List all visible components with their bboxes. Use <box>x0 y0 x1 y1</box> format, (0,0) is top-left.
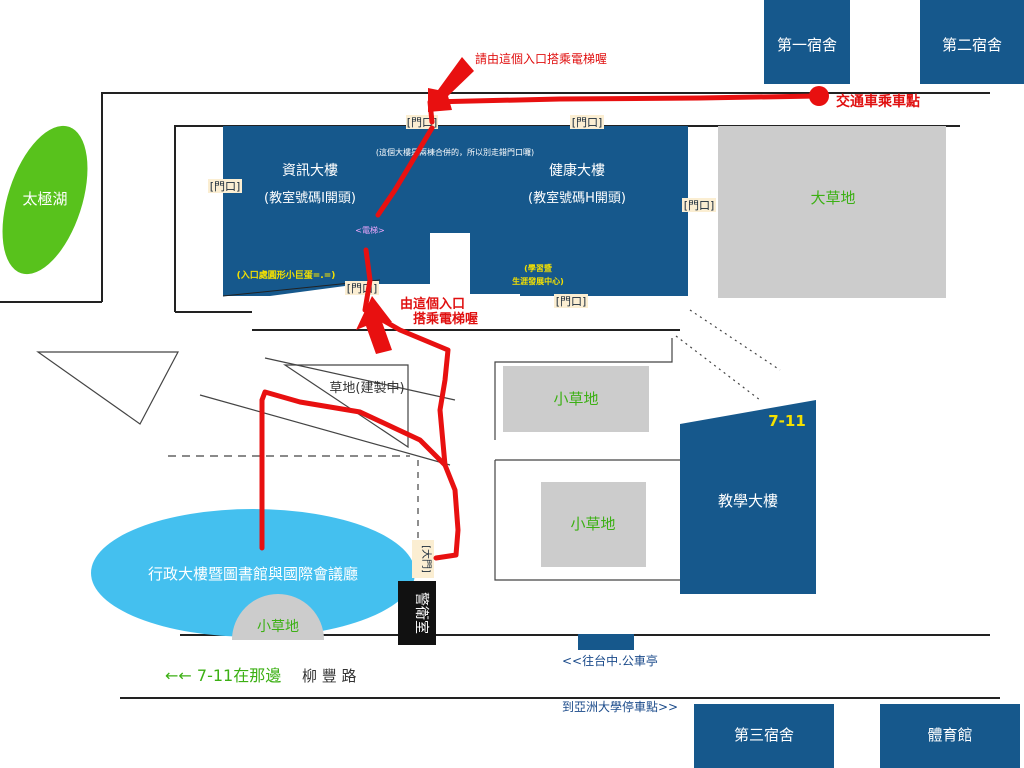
teaching-building-label: 教學大樓 <box>718 492 778 510</box>
bottom-entrance-arrow <box>356 296 392 354</box>
career-center-label-1: (學習暨 <box>524 263 552 273</box>
health-building-label: 健康大樓 <box>549 162 605 179</box>
door-bottom-right[interactable]: [門口] <box>554 294 588 308</box>
svg-text:[大門]: [大門] <box>420 545 433 573</box>
small-grass-3: 小草地 <box>232 594 324 640</box>
dorm-3-label: 第三宿舍 <box>734 726 794 744</box>
top-entrance-arrow <box>428 57 474 112</box>
top-entrance-label: 請由這個入口搭乘電梯喔 <box>475 51 607 66</box>
svg-text:[門口]: [門口] <box>556 295 587 308</box>
construction-grass-label: 草地(建製中) <box>329 381 404 396</box>
svg-text:[門口]: [門口] <box>684 199 715 212</box>
info-rooms-label: (教室號碼I開頭) <box>264 190 356 206</box>
shuttle-stop-marker[interactable] <box>809 86 829 106</box>
main-gate[interactable]: [大門] <box>412 540 434 578</box>
door-bottom-mid[interactable]: [門口] <box>345 281 379 295</box>
dorm-2-label: 第二宿舍 <box>942 36 1002 54</box>
seven-eleven-direction: ←← 7-11在那邊 <box>165 666 281 685</box>
road-name: 柳 豐 路 <box>302 667 357 685</box>
big-grass-label: 大草地 <box>810 189 855 207</box>
merged-building-note: (這個大樓是兩棟合併的，所以別走錯門口囉) <box>376 147 534 157</box>
admin-building-label: 行政大樓暨圖書館與國際會議廳 <box>148 565 358 583</box>
career-center-label-2: 生涯發展中心) <box>512 276 564 286</box>
dorm-3-building[interactable]: 第三宿舍 <box>694 704 834 768</box>
big-grass-field: 大草地 <box>718 126 946 298</box>
door-right[interactable]: [門口] <box>682 198 716 212</box>
gym-building[interactable]: 體育館 <box>880 704 1020 768</box>
small-grass-1: 小草地 <box>503 366 649 432</box>
admin-building[interactable]: 行政大樓暨圖書館與國際會議廳 <box>91 509 415 637</box>
dorm-1-label: 第一宿舍 <box>777 36 837 54</box>
elevator-label: <電梯> <box>355 225 384 235</box>
taiji-lake: 太極湖 <box>2 125 88 275</box>
bus-stop-marker <box>578 634 634 650</box>
svg-text:[門口]: [門口] <box>210 180 241 193</box>
info-building-label: 資訊大樓 <box>282 163 338 179</box>
door-left[interactable]: [門口] <box>208 179 242 193</box>
info-health-building[interactable]: 資訊大樓 (教室號碼I開頭) 健康大樓 (教室號碼H開頭) (這個大樓是兩棟合併… <box>222 126 688 297</box>
lake-label: 太極湖 <box>22 190 67 208</box>
health-rooms-label: (教室號碼H開頭) <box>528 190 626 206</box>
svg-text:小草地: 小草地 <box>553 390 598 408</box>
svg-text:小草地: 小草地 <box>570 515 615 533</box>
dorm-1-building[interactable]: 第一宿舍 <box>764 0 850 84</box>
path-outlines <box>36 309 781 581</box>
bus-stop-direction: <<往台中.公車亭 <box>562 653 658 668</box>
guard-room-label: 警衛室 <box>413 592 430 634</box>
shuttle-stop-label: 交通車乘車點 <box>836 93 920 110</box>
route-bottom <box>259 247 461 561</box>
svg-text:小草地: 小草地 <box>257 619 299 635</box>
seven-eleven-label: 7-11 <box>768 412 806 430</box>
guard-room[interactable]: 警衛室 <box>398 581 436 645</box>
door-top-right[interactable]: [門口] <box>570 115 604 129</box>
dorm-2-building[interactable]: 第二宿舍 <box>920 0 1024 84</box>
teaching-building[interactable]: 教學大樓 <box>680 400 816 594</box>
bottom-entrance-label-1: 由這個入口 <box>400 296 465 312</box>
gym-label: 體育館 <box>927 726 972 744</box>
svg-text:[門口]: [門口] <box>347 282 378 295</box>
bottom-entrance-label-2: 搭乘電梯喔 <box>413 311 478 327</box>
svg-text:[門口]: [門口] <box>572 116 603 129</box>
entrance-dome-note: (入口處圓形小巨蛋=.=) <box>237 269 336 281</box>
small-grass-2: 小草地 <box>541 482 646 567</box>
asia-parking-direction: 到亞洲大學停車點>> <box>562 699 678 714</box>
